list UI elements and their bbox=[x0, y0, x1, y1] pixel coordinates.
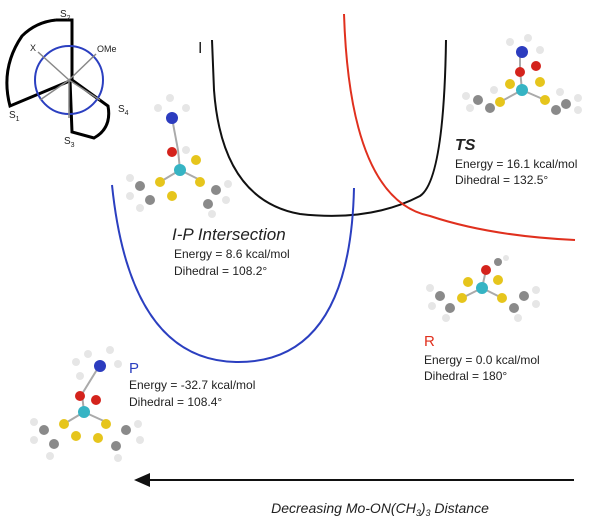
newman-bond-s4 bbox=[68, 79, 101, 101]
ts-molecule bbox=[462, 34, 582, 115]
newman-right-bracket bbox=[68, 78, 111, 140]
r-label: R bbox=[424, 333, 435, 350]
newman-outer-bracket bbox=[5, 18, 74, 109]
newman-projection: S2 X OMe S1 S4 S3 bbox=[5, 9, 129, 149]
newman-s1-label: S1 bbox=[9, 110, 20, 123]
ip-molecule bbox=[126, 94, 232, 218]
curve-I bbox=[211, 39, 447, 217]
r-dihedral: Dihedral = 180° bbox=[424, 369, 507, 383]
ip-energy: Energy = 8.6 kcal/mol bbox=[174, 247, 290, 261]
r-energy: Energy = 0.0 kcal/mol bbox=[424, 353, 540, 367]
curve-P bbox=[111, 184, 355, 364]
curve-R bbox=[343, 13, 576, 241]
newman-ome-label: OMe bbox=[97, 44, 117, 54]
newman-s4-label: S4 bbox=[118, 104, 129, 117]
newman-s3-label: S3 bbox=[64, 136, 75, 149]
ts-energy: Energy = 16.1 kcal/mol bbox=[455, 157, 577, 171]
ts-dihedral: Dihedral = 132.5° bbox=[455, 173, 548, 187]
p-label: P bbox=[129, 360, 139, 377]
r-molecule bbox=[426, 255, 540, 322]
curve-I-label: I bbox=[198, 40, 202, 57]
distance-axis-label: Decreasing Mo-ON(CH3)3 Distance bbox=[271, 500, 489, 518]
newman-bond-ome bbox=[68, 53, 97, 81]
p-molecule bbox=[30, 346, 144, 462]
p-energy: Energy = -32.7 kcal/mol bbox=[129, 378, 255, 392]
p-dihedral: Dihedral = 108.4° bbox=[129, 395, 222, 409]
newman-bond-s1 bbox=[39, 79, 70, 101]
newman-x-label: X bbox=[30, 43, 36, 53]
ip-intersection-label: I-P Intersection bbox=[172, 225, 286, 244]
ts-label: TS bbox=[455, 137, 476, 154]
newman-s2-label: S2 bbox=[60, 9, 71, 22]
ip-dihedral: Dihedral = 108.2° bbox=[174, 264, 267, 278]
newman-bond-x bbox=[37, 51, 70, 81]
distance-axis-arrow bbox=[134, 473, 574, 487]
